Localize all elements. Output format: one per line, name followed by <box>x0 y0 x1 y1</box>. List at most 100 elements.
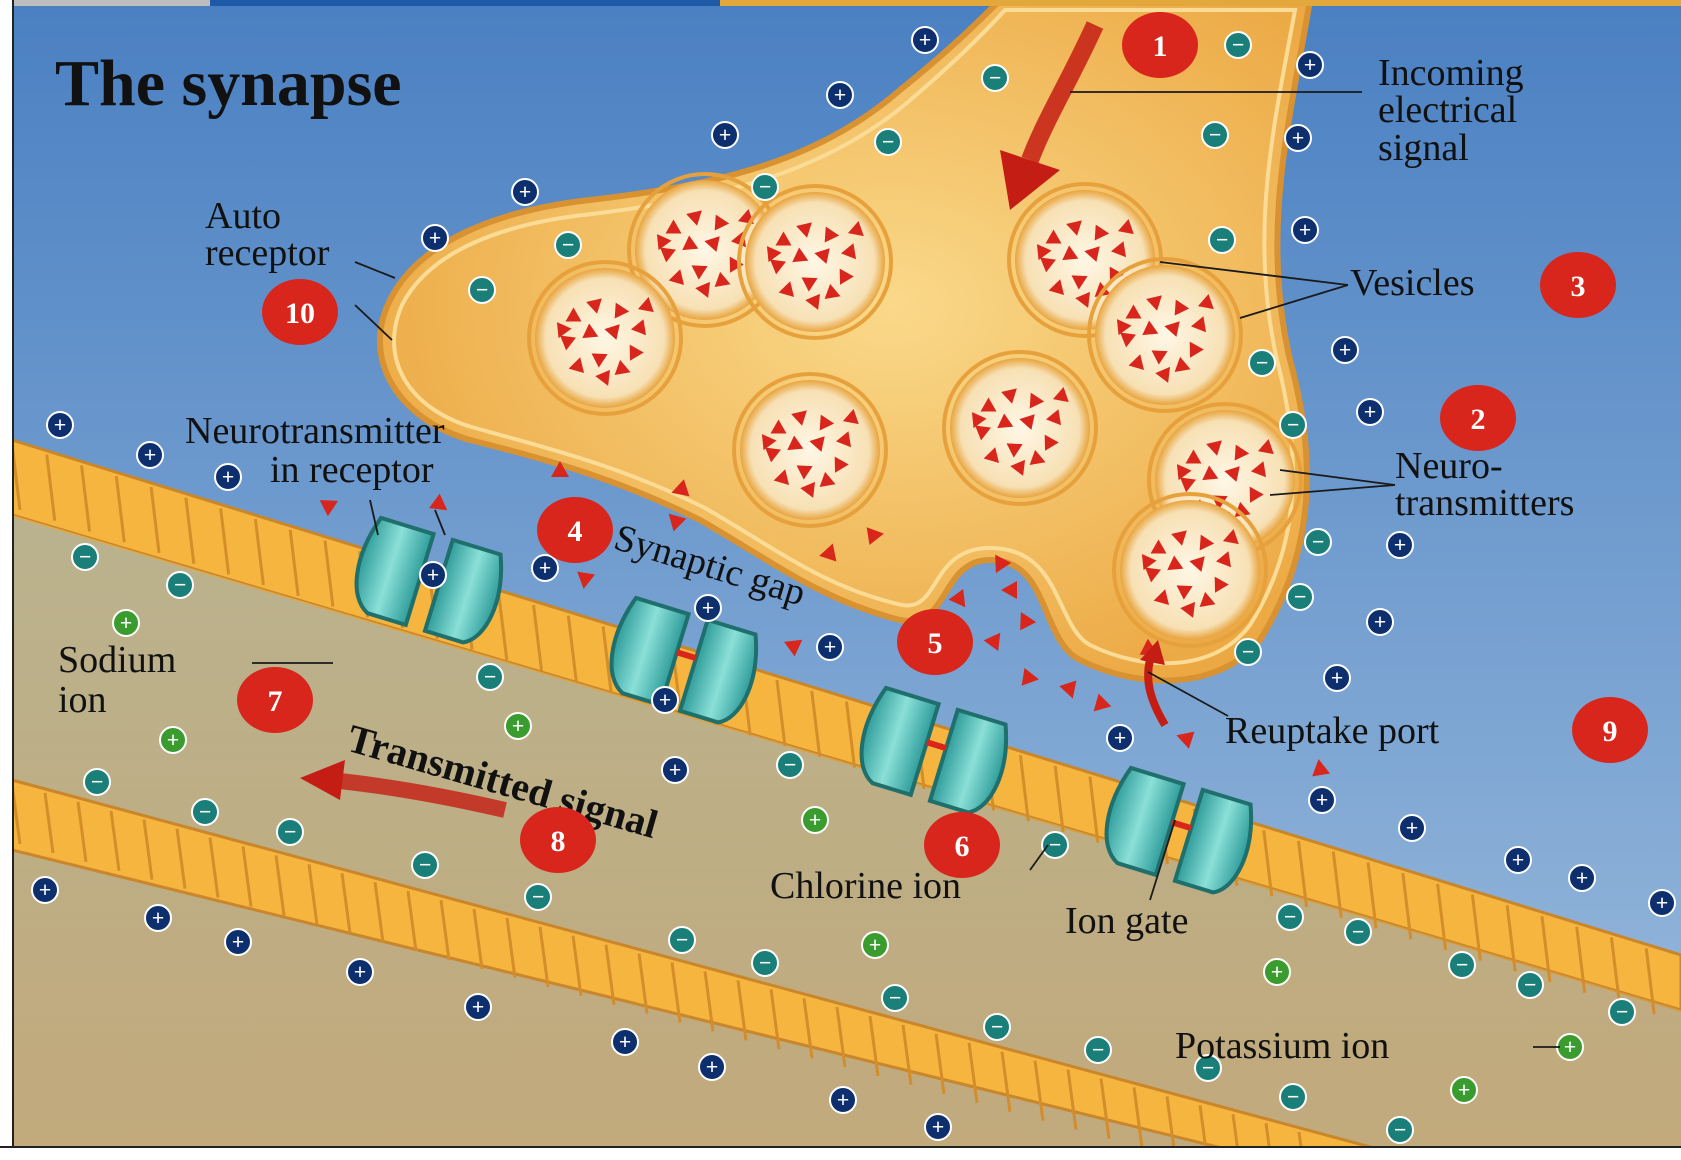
potassium-ion-sign: + <box>120 610 133 635</box>
sodium-ion: + <box>465 994 491 1020</box>
sodium-ion-sign: + <box>834 82 847 107</box>
chlorine-ion: − <box>752 950 778 976</box>
chlorine-ion-sign: − <box>484 664 497 689</box>
sodium-ion: + <box>695 595 721 621</box>
label-ntr-line2: in receptor <box>270 449 434 491</box>
potassium-ion: + <box>505 713 531 739</box>
chlorine-ion: − <box>982 65 1008 91</box>
marker-10-text: 10 <box>285 297 315 330</box>
sodium-ion-sign: + <box>39 877 52 902</box>
label-neurotransmitters-line2: transmitters <box>1395 482 1574 524</box>
sodium-ion-sign: + <box>706 1054 719 1079</box>
chlorine-ion-sign: − <box>1242 639 1255 664</box>
chlorine-ion-sign: − <box>174 572 187 597</box>
sodium-ion: + <box>1292 217 1318 243</box>
potassium-ion: + <box>862 932 888 958</box>
vesicle-body <box>950 358 1090 498</box>
chlorine-ion-sign: − <box>1616 999 1629 1024</box>
potassium-ion-sign: + <box>512 713 525 738</box>
sodium-ion-sign: + <box>1512 847 1525 872</box>
marker-8: 8 <box>520 807 596 873</box>
sodium-ion-sign: + <box>824 634 837 659</box>
chlorine-ion: − <box>1225 32 1251 58</box>
chlorine-ion: − <box>412 852 438 878</box>
vesicle <box>944 352 1096 504</box>
sodium-ion-sign: + <box>932 1114 945 1139</box>
chlorine-ion-sign: − <box>784 752 797 777</box>
potassium-ion: + <box>1557 1034 1583 1060</box>
sodium-ion: + <box>612 1029 638 1055</box>
chlorine-ion-sign: − <box>991 1014 1004 1039</box>
potassium-ion: + <box>1451 1077 1477 1103</box>
chlorine-ion-sign: − <box>419 852 432 877</box>
chlorine-ion: − <box>1209 227 1235 253</box>
sodium-ion-sign: + <box>619 1029 632 1054</box>
sodium-ion: + <box>1387 532 1413 558</box>
marker-3: 3 <box>1540 252 1616 318</box>
sodium-ion-sign: + <box>1656 890 1669 915</box>
chlorine-ion-sign: − <box>1216 227 1229 252</box>
marker-5-text: 5 <box>928 627 943 660</box>
window-top-strip <box>0 0 210 6</box>
chlorine-ion: − <box>1305 529 1331 555</box>
sodium-ion: + <box>145 905 171 931</box>
sodium-ion: + <box>699 1054 725 1080</box>
potassium-ion-sign: + <box>1564 1034 1577 1059</box>
potassium-ion-sign: + <box>167 727 180 752</box>
sodium-ion-sign: + <box>152 905 165 930</box>
marker-8-text: 8 <box>551 825 566 858</box>
sodium-ion: + <box>1505 847 1531 873</box>
chlorine-ion-sign: − <box>79 544 92 569</box>
label-auto-receptor-line1: Auto <box>205 195 281 237</box>
marker-6: 6 <box>924 812 1000 878</box>
chlorine-ion-sign: − <box>1049 832 1062 857</box>
chlorine-ion-sign: − <box>284 819 297 844</box>
sodium-ion-sign: + <box>1292 125 1305 150</box>
sodium-ion: + <box>1569 865 1595 891</box>
chlorine-ion-sign: − <box>476 277 489 302</box>
potassium-ion: + <box>113 610 139 636</box>
chlorine-ion: − <box>875 129 901 155</box>
chlorine-ion-sign: − <box>1524 972 1537 997</box>
sodium-ion-sign: + <box>429 225 442 250</box>
label-sodium-line2: ion <box>58 679 107 721</box>
sodium-ion-sign: + <box>539 555 552 580</box>
marker-4: 4 <box>537 497 613 563</box>
sodium-ion-sign: + <box>1331 665 1344 690</box>
sodium-ion: + <box>420 562 446 588</box>
vesicle <box>1089 259 1241 411</box>
marker-10: 10 <box>262 279 338 345</box>
page-title: The synapse <box>55 47 402 120</box>
label-sodium-line1: Sodium <box>58 639 176 681</box>
sodium-ion: + <box>925 1114 951 1140</box>
label-incoming-line1: Incoming <box>1378 52 1524 94</box>
chlorine-ion: − <box>1202 122 1228 148</box>
chlorine-ion: − <box>1249 350 1275 376</box>
frame-left-border <box>0 0 14 1155</box>
sodium-ion: + <box>1332 337 1358 363</box>
chlorine-ion: − <box>469 277 495 303</box>
chlorine-ion-sign: − <box>1092 1037 1105 1062</box>
label-ion-gate: Ion gate <box>1065 900 1188 942</box>
chlorine-ion: − <box>669 927 695 953</box>
marker-9: 9 <box>1572 697 1648 763</box>
sodium-ion-sign: + <box>222 464 235 489</box>
chlorine-ion-sign: − <box>1312 529 1325 554</box>
sodium-ion-sign: + <box>54 412 67 437</box>
vesicle-body <box>1120 500 1260 640</box>
sodium-ion: + <box>422 225 448 251</box>
sodium-ion: + <box>827 82 853 108</box>
sodium-ion-sign: + <box>1394 532 1407 557</box>
sodium-ion: + <box>225 929 251 955</box>
vesicle-body <box>745 192 885 332</box>
sodium-ion: + <box>1297 52 1323 78</box>
chlorine-ion-sign: − <box>676 927 689 952</box>
vesicle <box>1114 494 1266 646</box>
frame-bottom-border <box>0 1146 1681 1157</box>
window-top-strip-gold <box>720 0 1681 6</box>
label-ntr-line1: Neurotransmitter <box>185 410 445 452</box>
marker-7-text: 7 <box>268 685 283 718</box>
sodium-ion-sign: + <box>519 179 532 204</box>
chlorine-ion-sign: − <box>759 950 772 975</box>
sodium-ion: + <box>215 464 241 490</box>
